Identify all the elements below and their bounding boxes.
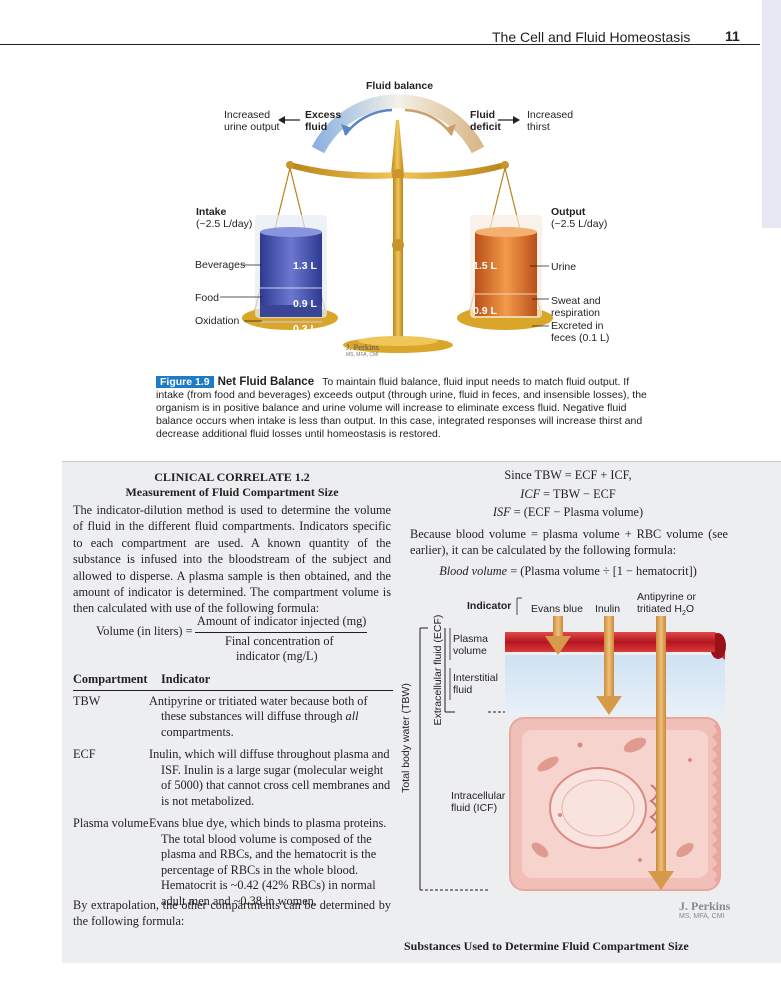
indicator-text-end: compartments. (161, 724, 234, 739)
intracellular-fluid-label: Intracellular fluid (ICF) (451, 790, 506, 814)
artist-credentials-2: MS, MFA, CMI (679, 913, 725, 920)
feces-label: Excreted in feces (0.1 L) (551, 320, 610, 344)
correlate-subtitle: Measurement of Fluid Compartment Size (125, 485, 339, 499)
increased-urine-label: Increased urine output (224, 109, 280, 133)
indicator-cell: Inulin, which will diffuse throughout pl… (149, 747, 391, 808)
indicator-label: Indicator (467, 600, 512, 612)
indicator-emphasis: all (345, 709, 359, 723)
chapter-side-tab (762, 0, 781, 228)
tbw-axis-label: Total body water (TBW) (400, 683, 412, 793)
equation-blood-rhs: = (Plasma volume ÷ [1 − hematocrit]) (507, 564, 697, 578)
formula-lhs: Volume (in liters) = (96, 624, 193, 638)
caption-text: To maintain fluid balance, fluid input n… (156, 376, 647, 440)
antipyrine-h: tritiated H (637, 603, 682, 615)
equation-isf-rhs: = (ECF − Plasma volume) (510, 505, 644, 519)
food-label: Food (195, 292, 219, 304)
urine-label: Urine (551, 261, 577, 273)
volume-urine: 1.5 L (473, 260, 497, 272)
beverages-label: Beverages (195, 259, 246, 271)
compartment-cell: TBW (73, 693, 101, 708)
correlate-intro: The indicator-dilution method is used to… (73, 503, 391, 616)
table-header-compartment: Compartment (73, 670, 161, 691)
table-row: TBW Antipyrine or tritiated water becaus… (73, 690, 393, 744)
table-row: ECF Inulin, which will diffuse throughou… (73, 744, 393, 813)
indicator-cell: Antipyrine or tritiated water because bo… (149, 690, 393, 744)
volume-sweat: 0.9 L (473, 305, 497, 317)
equation-isf: ISF = (ECF − Plasma volume) (398, 505, 738, 520)
correlate-number: CLINICAL CORRELATE 1.2 (154, 470, 310, 484)
figure-badge: Figure 1.9 (156, 376, 214, 388)
table-header-indicator: Indicator (161, 670, 393, 691)
output-value: (~2.5 L/day) (551, 218, 608, 230)
clinical-correlate-title: CLINICAL CORRELATE 1.2 Measurement of Fl… (62, 470, 402, 500)
inulin-label: Inulin (595, 603, 621, 615)
indicator-cell: Evans blue dye, which binds to plasma pr… (149, 816, 387, 908)
equation-blood-symbol: Blood volume (439, 564, 508, 578)
header-rule (0, 44, 760, 45)
formula-numerator: Amount of indicator injected (mg) (197, 614, 367, 628)
volume-oxidation: 0.3 L (293, 323, 317, 335)
plasma-volume-label: Plasma volume (453, 633, 489, 657)
increased-thirst-label: Increased thirst (527, 109, 574, 133)
fluid-balance-illustration (220, 94, 553, 353)
caption-title: Net Fluid Balance (217, 376, 315, 388)
sweat-label: Sweat and respiration (551, 295, 601, 319)
table-row: Plasma volume Evans blue dye, which bind… (73, 813, 393, 913)
output-title: Output (551, 206, 586, 218)
page-number: 11 (725, 28, 740, 44)
artist-signature: J. Perkins (346, 342, 380, 352)
compartment-figure-caption: Substances Used to Determine Fluid Compa… (404, 939, 689, 953)
equation-isf-symbol: ISF (492, 505, 511, 519)
volume-food: 0.9 L (293, 298, 317, 310)
equation-tbw: Since TBW = ECF + ICF, (504, 468, 632, 482)
equation-icf-symbol: ICF (520, 487, 541, 501)
artist-signature-2: J. Perkins (679, 899, 731, 913)
formula-fraction-bar (195, 632, 367, 633)
indicator-table: Compartment Indicator TBW Antipyrine or … (73, 670, 393, 913)
compartment-cell: ECF (73, 747, 96, 761)
oxidation-label: Oxidation (195, 315, 240, 327)
artist-credentials: MS, MFA, CMI (346, 352, 379, 358)
antipyrine-subscript: 2 (681, 610, 686, 618)
interstitial-fluid-label: Interstitial fluid (453, 672, 498, 696)
evans-blue-label: Evans blue (531, 603, 583, 615)
formula-denominator-1: Final concentration of (225, 634, 334, 648)
indicator-text: Antipyrine or tritiated water because bo… (149, 693, 368, 724)
antipyrine-o: O (685, 603, 695, 615)
antipyrine-label: Antipyrine or tritiated H2O (637, 591, 696, 620)
antipyrine-line1: Antipyrine or (637, 591, 696, 603)
equation-icf-rhs: = TBW − ECF (540, 487, 616, 501)
correlate-outro: By extrapolation, the other compartments… (73, 898, 391, 929)
fluid-balance-label: Fluid balance (366, 80, 434, 92)
ecf-axis-label: Extracellular fluid (ECF) (432, 614, 444, 726)
blood-volume-paragraph: Because blood volume = plasma volume + R… (410, 527, 728, 558)
running-header-title: The Cell and Fluid Homeostasis (492, 29, 691, 45)
volume-beverages: 1.3 L (293, 260, 317, 272)
equation-blood-volume: Blood volume = (Plasma volume ÷ [1 − hem… (398, 564, 738, 579)
formula-denominator-2: indicator (mg/L) (236, 649, 318, 663)
equation-icf: ICF = TBW − ECF (398, 487, 738, 502)
fluid-deficit-label: Fluid deficit (470, 109, 501, 133)
intake-value: (~2.5 L/day) (196, 218, 253, 230)
antipyrine-line2: tritiated H2O (637, 603, 696, 620)
excess-fluid-label: Excess fluid (305, 109, 342, 133)
intake-title: Intake (196, 206, 227, 218)
compartment-cell: Plasma volume (73, 816, 149, 830)
